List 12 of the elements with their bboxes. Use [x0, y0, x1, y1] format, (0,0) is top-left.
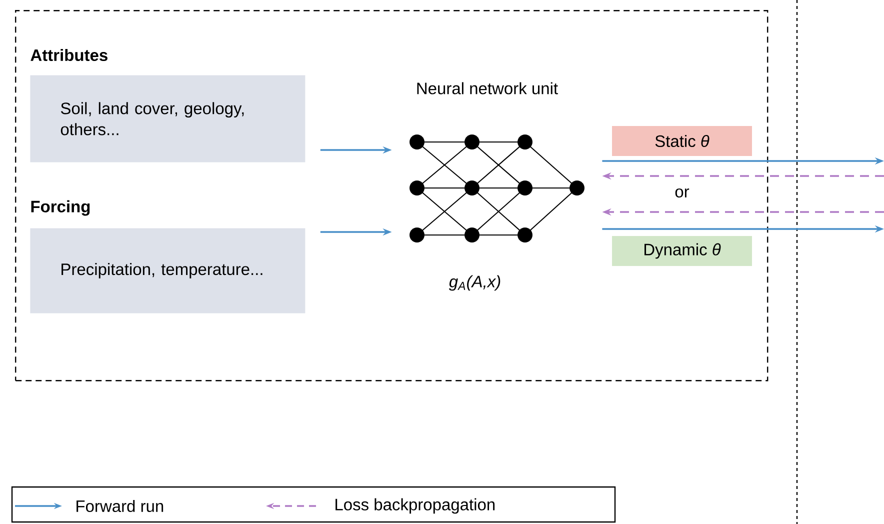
heading: Forcing [31, 200, 90, 216]
input-box: Precipitation, temperature... [30, 228, 306, 314]
legend-text: Loss backpropagation [336, 498, 495, 514]
network-unit: Neural network unit [417, 82, 558, 94]
edge-label: Static θ [612, 126, 752, 156]
function-label: g$_{A}$(A,x) [448, 275, 500, 291]
legend-text: Forward run [76, 500, 164, 512]
input-box: Soil, land cover, geology, others... [30, 75, 306, 162]
dashed-frame [15, 10, 768, 382]
heading: Attributes [30, 48, 108, 62]
edge-label: Dynamic θ [612, 236, 752, 266]
label-text: or [675, 188, 690, 198]
